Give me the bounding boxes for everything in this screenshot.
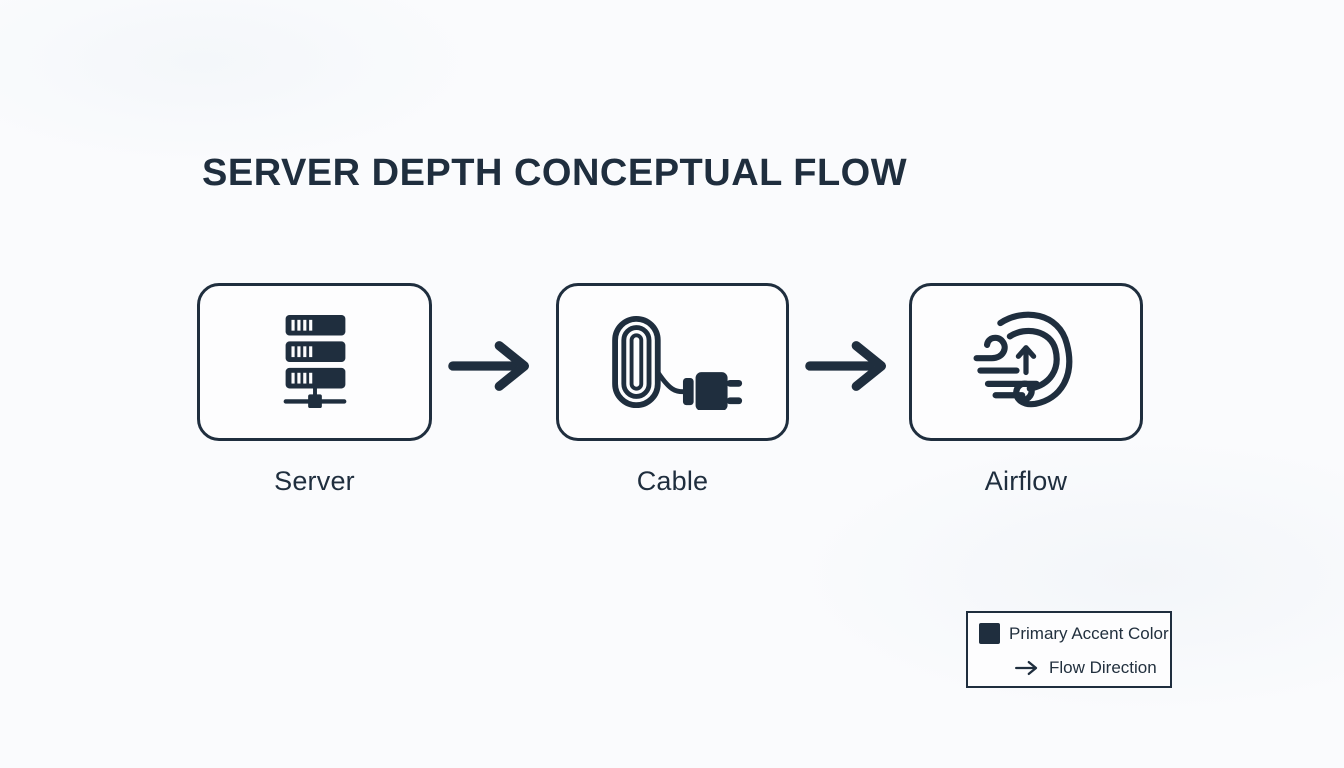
node-box-server: [197, 283, 432, 441]
page-title: SERVER DEPTH CONCEPTUAL FLOW: [202, 152, 908, 194]
legend: Primary Accent Color Flow Direction: [966, 611, 1172, 688]
node-label-server: Server: [274, 466, 355, 496]
legend-item-accent: Primary Accent Color: [979, 623, 1169, 644]
accent-color-swatch: [979, 623, 1000, 644]
legend-arrow-icon: [1015, 660, 1038, 676]
legend-flow-label: Flow Direction: [1049, 658, 1157, 677]
server-rack-icon: [283, 314, 346, 409]
node-label-airflow: Airflow: [984, 466, 1068, 496]
node-label-cable: Cable: [636, 466, 709, 496]
node-box-cable: [556, 283, 789, 441]
cable-plug-icon: [611, 315, 742, 410]
flow-arrow-icon: [448, 341, 530, 391]
legend-accent-label: Primary Accent Color: [1009, 623, 1169, 643]
wind-swirl-icon: [973, 311, 1073, 408]
legend-item-flow: Flow Direction: [1013, 658, 1160, 678]
node-box-airflow: [909, 283, 1143, 441]
flow-arrow-icon: [805, 341, 887, 391]
